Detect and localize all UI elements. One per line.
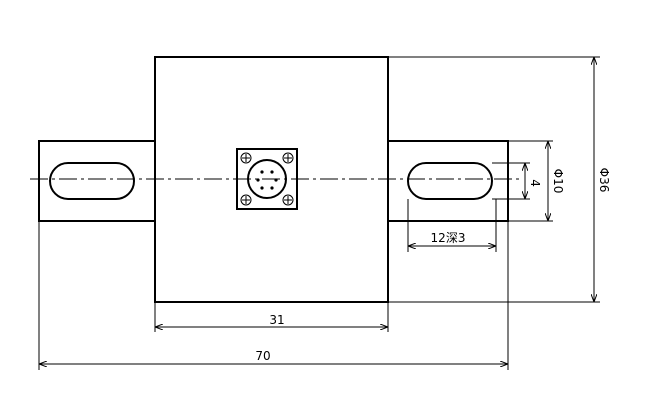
dim-slot-width: 4 <box>492 162 542 200</box>
dim-total-length: 70 <box>38 221 509 370</box>
dim-flange-height-label: Φ10 <box>551 169 565 194</box>
dim-slot-width-label: 4 <box>528 179 542 187</box>
dim-body-width: 31 <box>154 302 389 332</box>
dim-slot-length-label: 12深3 <box>431 231 466 245</box>
connector-pins <box>256 170 278 190</box>
connector-screw-br <box>282 194 294 206</box>
dim-body-height: Φ36 <box>388 56 611 303</box>
dim-total-length-label: 70 <box>255 349 270 363</box>
right-slot <box>407 162 493 200</box>
dim-body-width-label: 31 <box>269 313 284 327</box>
connector-screw-tl <box>240 152 252 164</box>
connector-screw-bl <box>240 194 252 206</box>
dim-flange-height: Φ10 <box>508 140 565 222</box>
dim-slot-length: 12深3 <box>407 199 497 252</box>
dim-body-height-label: Φ36 <box>597 168 611 193</box>
right-flange <box>387 140 509 222</box>
left-slot <box>49 162 135 200</box>
connector-screw-tr <box>282 152 294 164</box>
left-flange <box>38 140 156 222</box>
